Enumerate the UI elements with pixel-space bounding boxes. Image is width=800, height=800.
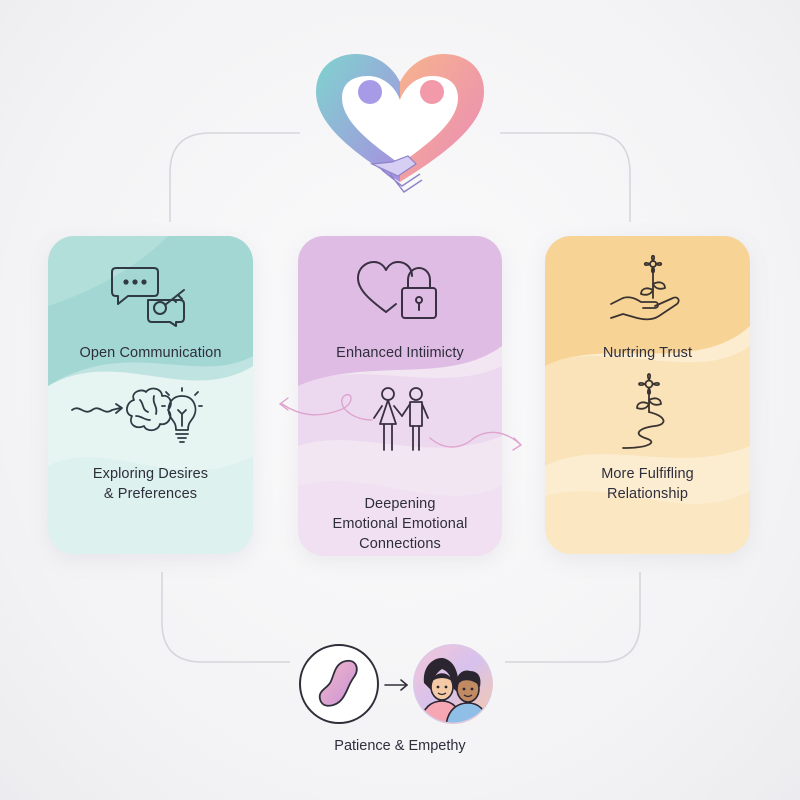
deepening-label-2: Emotional Emotional: [332, 516, 468, 532]
card-background: [48, 236, 253, 554]
chat-key-icon: [111, 267, 185, 327]
bean-icon: [299, 644, 379, 724]
exploring-desires-label-2: & Preferences: [103, 486, 198, 502]
card-background: [545, 236, 750, 554]
card-enhanced-intimacy: Enhanced Intiimicty Deepening Emotional …: [298, 236, 502, 556]
deepening-label-3: Connections: [359, 536, 441, 552]
arrow-right-icon: [384, 679, 408, 691]
card-open-communication: Open Communication Exploring Desires & P…: [48, 236, 253, 554]
hand-flower-icon: [610, 254, 680, 321]
flower-path-icon: [622, 373, 665, 449]
deepening-label-1: Deepening: [364, 496, 436, 512]
brain-lightbulb-icon: [71, 387, 203, 443]
card-nurturing-trust: Nurtring Trust More Fulfifling Relations…: [545, 236, 750, 554]
couple-faces-icon: [413, 644, 493, 724]
heart-lock-icon: [357, 261, 437, 319]
enhanced-intimacy-label: Enhanced Intiimicty: [336, 345, 464, 361]
card-background: [298, 236, 502, 556]
open-communication-label: Open Communication: [79, 345, 222, 361]
exploring-desires-label-1: Exploring Desires: [92, 466, 209, 482]
nurturing-trust-label: Nurtring Trust: [602, 345, 693, 361]
fulfilling-relationship-label-2: Relationship: [607, 486, 688, 502]
couple-icon: [373, 387, 429, 451]
fulfilling-relationship-label-1: More Fulfifling: [601, 466, 694, 482]
heart-hands-icon: [316, 54, 484, 193]
patience-empathy-caption: Patience & Empethy: [334, 738, 466, 754]
